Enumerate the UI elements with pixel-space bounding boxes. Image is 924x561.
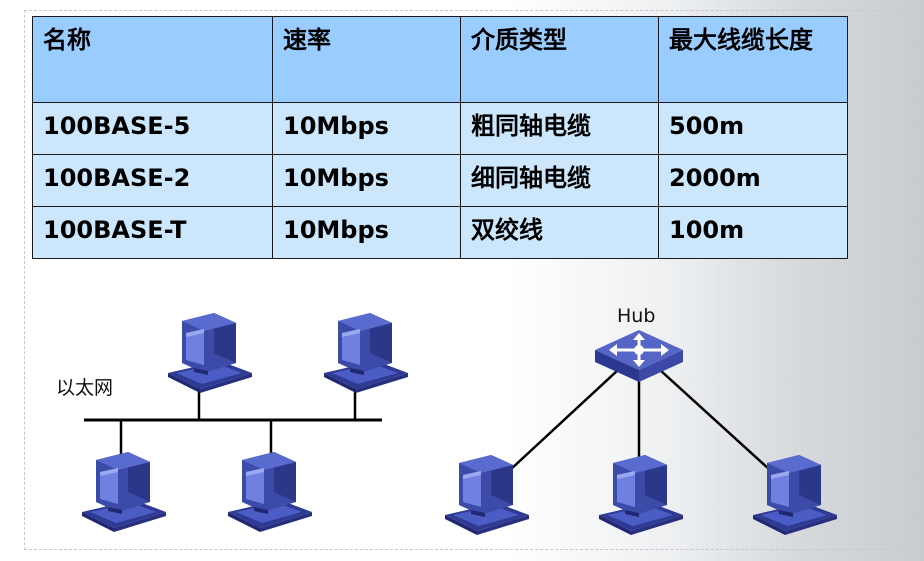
cell-rate: 10Mbps (272, 206, 461, 259)
cell-medium: 双绞线 (460, 206, 659, 259)
cell-medium: 粗同轴电缆 (460, 102, 659, 155)
table-row: 100BASE-2 10Mbps 细同轴电缆 2000m (32, 154, 848, 207)
cell-medium: 细同轴电缆 (460, 154, 659, 207)
hub-label: Hub (617, 305, 655, 327)
computer-icon (168, 313, 252, 393)
header-rate: 速率 (272, 16, 461, 103)
table-row: 100BASE-5 10Mbps 粗同轴电缆 500m (32, 102, 848, 155)
computer-icon (228, 452, 312, 532)
cell-max-length: 100m (658, 206, 848, 259)
computer-icon (599, 455, 683, 535)
computer-icon (445, 455, 529, 535)
ethernet-standards-table: 名称 速率 介质类型 最大线缆长度 100BASE-5 10Mbps 粗同轴电缆… (32, 16, 848, 259)
cell-rate: 10Mbps (272, 102, 461, 155)
cell-name: 100BASE-5 (32, 102, 273, 155)
hub-icon (595, 330, 683, 382)
header-medium: 介质类型 (460, 16, 659, 103)
table-row: 100BASE-T 10Mbps 双绞线 100m (32, 206, 848, 259)
star-topology: Hub (445, 305, 837, 535)
computer-icon (82, 452, 166, 532)
cell-name: 100BASE-T (32, 206, 273, 259)
computer-icon (324, 313, 408, 393)
hub-link (659, 369, 771, 471)
hub-link (509, 369, 619, 471)
bus-topology: 以太网 (56, 313, 408, 532)
ethernet-label: 以太网 (56, 377, 113, 399)
cell-rate: 10Mbps (272, 154, 461, 207)
cell-name: 100BASE-2 (32, 154, 273, 207)
cell-max-length: 2000m (658, 154, 848, 207)
table-header-row: 名称 速率 介质类型 最大线缆长度 (32, 16, 848, 103)
header-max-length: 最大线缆长度 (658, 16, 848, 103)
cell-max-length: 500m (658, 102, 848, 155)
